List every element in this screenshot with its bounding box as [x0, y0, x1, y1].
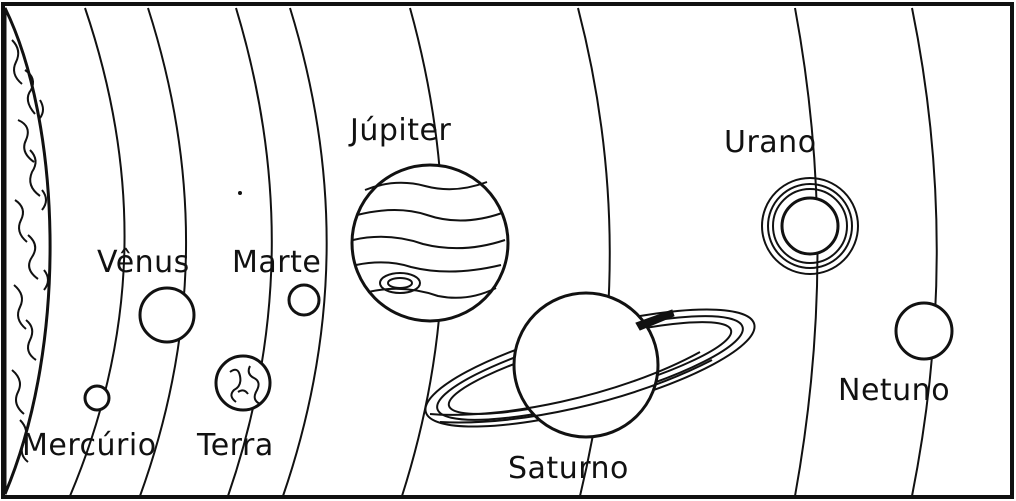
planet-marte — [289, 285, 319, 315]
label-venus: Vênus — [97, 245, 190, 280]
label-jupiter: Júpiter — [348, 113, 451, 148]
planet-netuno — [896, 303, 952, 359]
label-netuno: Netuno — [838, 373, 950, 408]
planet-venus — [140, 288, 194, 342]
stray-dot — [238, 191, 242, 195]
label-saturno: Saturno — [508, 451, 629, 486]
label-marte: Marte — [232, 245, 321, 280]
planet-mercurio — [85, 386, 109, 410]
label-terra: Terra — [196, 428, 274, 463]
label-urano: Urano — [724, 125, 817, 160]
planet-terra — [216, 356, 270, 410]
planet-jupiter — [352, 165, 508, 321]
label-mercurio: Mercúrio — [22, 428, 157, 463]
